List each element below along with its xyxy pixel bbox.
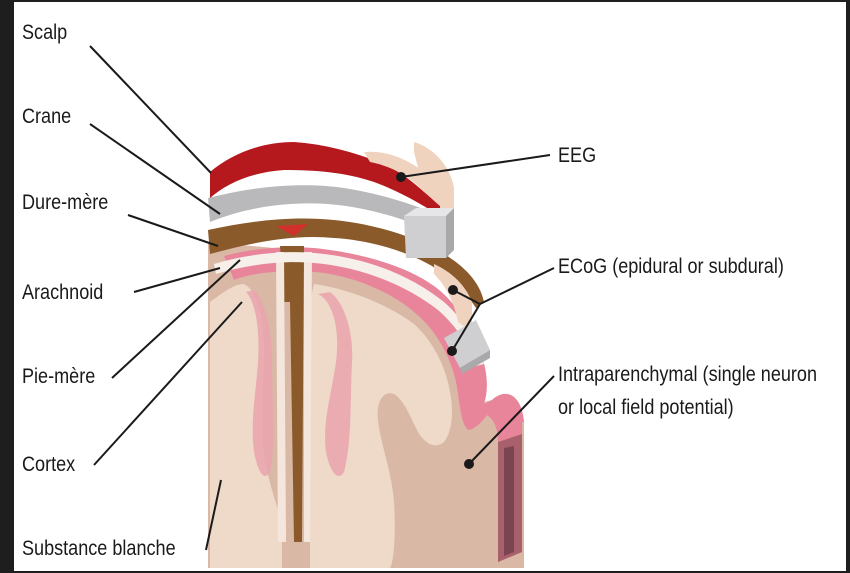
brain-layers-illustration	[14, 2, 846, 571]
label-arachnoid: Arachnoid	[22, 282, 103, 303]
leader-dure-mere	[128, 215, 218, 246]
leader-crane	[90, 124, 220, 214]
probe-dark-stripes	[504, 446, 514, 556]
label-intraparenchymal-1: Intraparenchymal (single neuron	[558, 364, 817, 385]
label-cortex: Cortex	[22, 454, 75, 475]
leader-scalp	[90, 46, 211, 173]
skull-block-side	[446, 208, 454, 258]
leader-arachnoid	[134, 268, 220, 292]
label-crane: Crane	[22, 106, 71, 127]
label-substance-blanche: Substance blanche	[22, 538, 176, 559]
label-ecog: ECoG (epidural or subdural)	[558, 256, 784, 277]
leader-ecog-3	[480, 268, 554, 304]
label-dure-mere: Dure-mère	[22, 192, 108, 213]
label-scalp: Scalp	[22, 22, 67, 43]
label-intraparenchymal-2: or local field potential)	[558, 397, 734, 418]
label-eeg: EEG	[558, 145, 596, 166]
diagram-frame: Scalp Crane Dure-mère Arachnoid Pie-mère…	[14, 2, 846, 571]
skull-block-front	[404, 216, 446, 258]
label-pie-mere: Pie-mère	[22, 366, 95, 387]
